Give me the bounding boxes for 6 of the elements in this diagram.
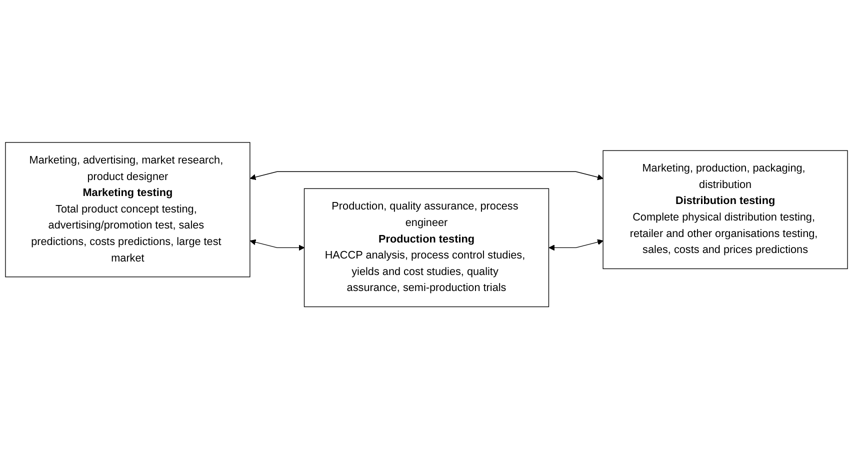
arrow	[250, 171, 604, 180]
node-box: Marketing, advertising, market research, product designer Marketing testing Total product concept testing, advertising/promotion test, sales predictions, costs predictions, large test market	[5, 142, 250, 278]
arrow	[250, 239, 305, 251]
node-box: Marketing, production, packaging, distribution Distribution testing Complete physical distribution testing, retailer and other organisations testing, sales, costs and prices predictions	[602, 150, 848, 269]
arrow	[548, 239, 604, 251]
node-box: Production, quality assurance, process engineer Production testing HACCP analysis, process control studies, yields and cost studies, quality assurance, semi-production trials	[304, 188, 550, 307]
